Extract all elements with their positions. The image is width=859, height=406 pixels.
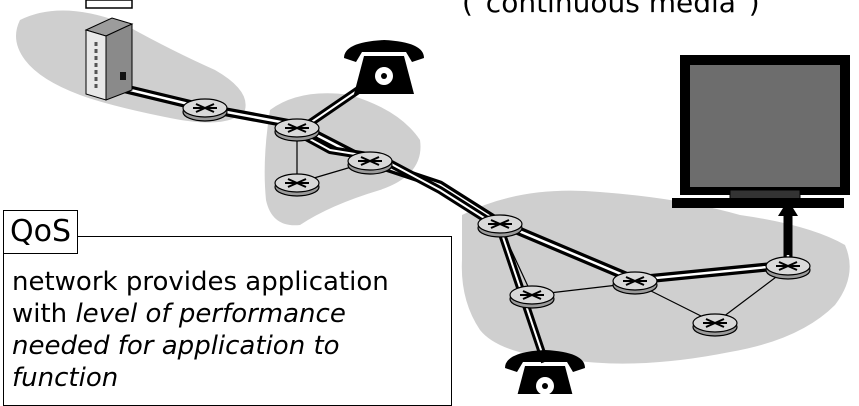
network-diagram: [16, 0, 850, 394]
telephone-icon: [344, 40, 424, 94]
router-icon: [509, 285, 555, 309]
router-icon: [347, 151, 393, 175]
router-icon: [274, 118, 320, 142]
router-icon: [477, 214, 523, 238]
qos-label: QoS: [3, 210, 79, 254]
network-cloud-middle: [264, 93, 421, 226]
router-icon: [692, 313, 738, 337]
router-icon: [274, 173, 320, 197]
caption-continuous-media: ("continuous media"): [462, 0, 760, 19]
telephone-icon: [505, 350, 585, 394]
qos-path-continuous-media: [120, 83, 793, 285]
qos-description-plain: network provides application with: [12, 267, 389, 329]
router-icon: [765, 256, 811, 280]
monitor-icon: [672, 55, 850, 208]
router-icon: [612, 271, 658, 295]
qos-description: network provides application with level …: [12, 266, 442, 394]
router-icon: [182, 98, 228, 122]
server-icon: [84, 0, 134, 101]
qos-description-italic: level of performance needed for applicat…: [12, 299, 346, 393]
